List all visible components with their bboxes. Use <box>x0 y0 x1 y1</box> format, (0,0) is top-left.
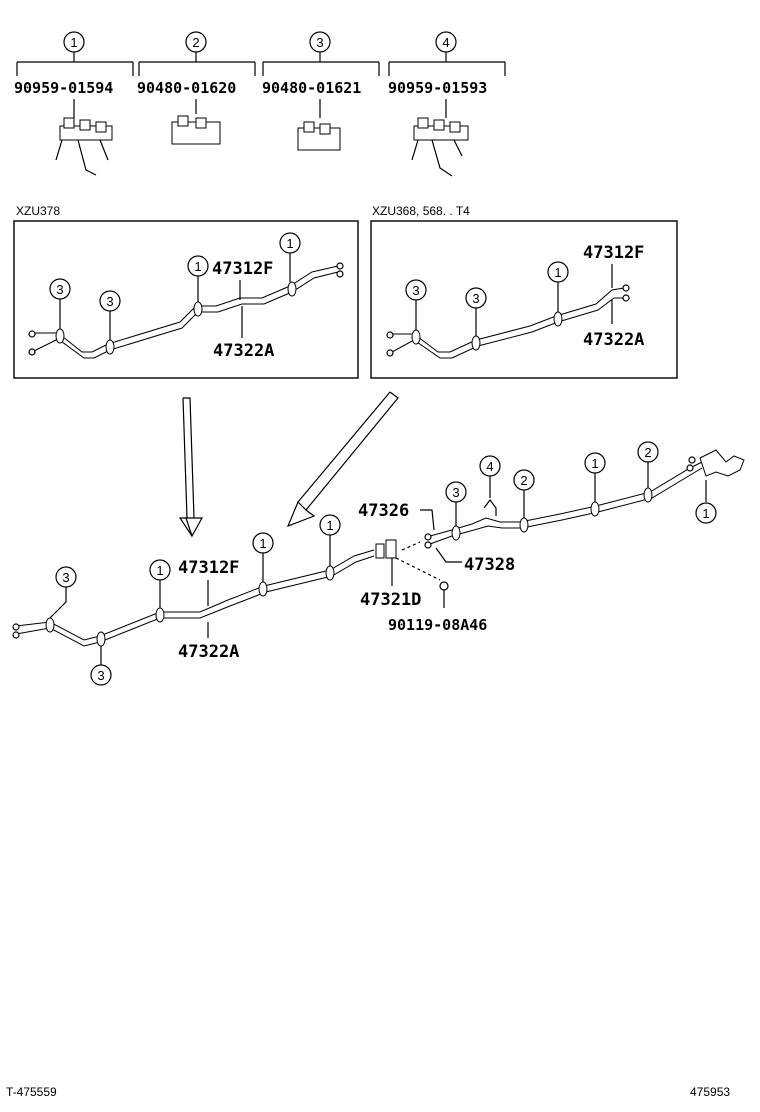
callout-number: 1 <box>554 265 561 280</box>
part-47326-label: 47326 <box>358 501 409 521</box>
part-47322A-label: 47322A <box>178 642 239 662</box>
main-assembly: 3 3 1 1 1 3 4 2 1 2 1 47312F 47322A 4732… <box>12 441 745 686</box>
clip-1-icon <box>55 117 113 176</box>
callout-number: 3 <box>316 35 323 50</box>
callout-number: 3 <box>62 570 69 585</box>
clip-part-number: 90480-01621 <box>262 79 361 97</box>
callout-number: 3 <box>472 291 479 306</box>
callout-number: 1 <box>591 456 598 471</box>
callout-number: 4 <box>486 459 493 474</box>
clip-part-number: 90480-01620 <box>137 79 236 97</box>
clip-group-3: 3 90480-01621 <box>262 31 380 151</box>
callout-number: 1 <box>286 236 293 251</box>
inset-xzu378: XZU378 3 3 1 1 47312F 47322A <box>13 204 359 379</box>
callout-number: 2 <box>644 445 651 460</box>
callout-number: 3 <box>412 283 419 298</box>
footer-left-code: T-475559 <box>6 1085 57 1099</box>
callout-number: 3 <box>97 668 104 683</box>
clip-part-number: 90959-01594 <box>14 79 113 97</box>
callout-number: 1 <box>194 259 201 274</box>
clip-2-icon <box>171 115 221 145</box>
clip-group-1: 1 90959-01594 <box>14 31 134 176</box>
callout-number: 1 <box>156 563 163 578</box>
arrow-diagonal-icon <box>286 391 399 528</box>
clip-group-2: 2 90480-01620 <box>137 31 256 145</box>
part-47322A-label: 47322A <box>213 341 274 361</box>
callout-number: 1 <box>326 518 333 533</box>
inset-label: XZU368, 568. . T4 <box>372 204 470 218</box>
clip-3-icon <box>297 121 341 151</box>
clip-group-4: 4 90959-01593 <box>388 31 506 177</box>
callout-number: 3 <box>106 294 113 309</box>
arrow-down-icon <box>178 397 204 538</box>
part-47312F-label: 47312F <box>178 558 239 578</box>
callout-number: 3 <box>452 485 459 500</box>
clip-part-number: 90959-01593 <box>388 79 487 97</box>
callout-number: 1 <box>702 506 709 521</box>
clip-reference-row: 1 90959-01594 2 90480-01620 3 <box>14 31 506 177</box>
part-47312F-label: 47312F <box>583 243 644 263</box>
callout-number: 4 <box>442 35 449 50</box>
part-90119-label: 90119-08A46 <box>388 616 487 634</box>
callout-number: 1 <box>70 35 77 50</box>
joint-47321D <box>385 539 397 559</box>
part-47312F-label: 47312F <box>212 259 273 279</box>
footer-right-code: 475953 <box>690 1085 730 1099</box>
part-47322A-label: 47322A <box>583 330 644 350</box>
callout-number: 2 <box>520 473 527 488</box>
inset-label: XZU378 <box>16 204 60 218</box>
inset-xzu368: XZU368, 568. . T4 3 3 1 47312F 47322A <box>370 204 678 379</box>
clip-4-icon <box>411 117 469 177</box>
part-47321D-label: 47321D <box>360 590 421 610</box>
callout-number: 2 <box>192 35 199 50</box>
callout-number: 3 <box>56 282 63 297</box>
part-47328-label: 47328 <box>464 555 515 575</box>
callout-number: 1 <box>259 536 266 551</box>
